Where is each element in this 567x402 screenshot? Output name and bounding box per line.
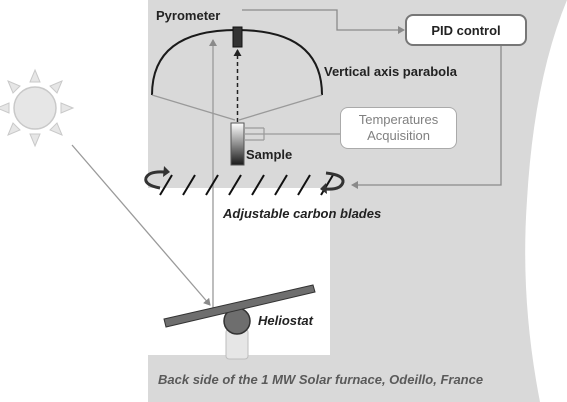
pyrometer-to-pid-line: [242, 9, 405, 34]
temperatures-acquisition-box: Temperatures Acquisition: [340, 107, 457, 149]
adjustable-carbon-blades: [159, 174, 334, 196]
vertical-axis-parabola-label: Vertical axis parabola: [324, 64, 457, 79]
caption: Back side of the 1 MW Solar furnace, Ode…: [158, 372, 484, 387]
sample: [230, 122, 245, 166]
temperatures-acquisition-label-line1: Temperatures: [358, 112, 439, 127]
sun-icon: [0, 68, 75, 148]
sun-ray: [71, 144, 211, 306]
pid-control-box: PID control: [405, 14, 527, 46]
building-background: [148, 0, 567, 402]
carbon-blades-label: Adjustable carbon blades: [223, 206, 382, 221]
pyrometer-label: Pyrometer: [156, 8, 221, 23]
rotation-arrow-right-icon: [320, 171, 345, 194]
temperatures-acquisition-label-line2: Acquisition: [367, 128, 430, 143]
heliostat: [163, 284, 316, 360]
thermocouple-wires: [244, 127, 340, 141]
pyrometer-device: [232, 26, 243, 48]
rotation-arrow-left-icon: [144, 166, 170, 190]
heliostat-label: Heliostat: [258, 313, 313, 328]
sample-label: Sample: [246, 147, 293, 162]
pid-control-label: PID control: [431, 22, 501, 38]
pid-to-blades-line: [351, 44, 502, 189]
